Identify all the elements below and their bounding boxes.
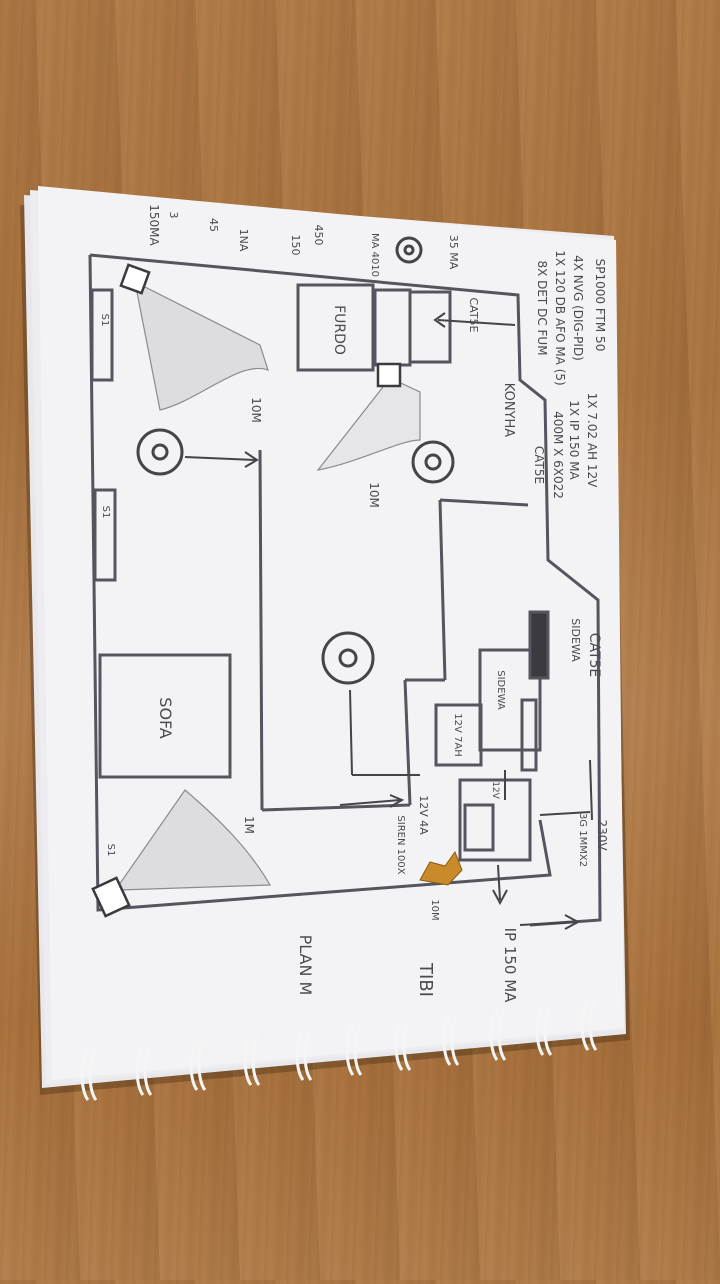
camera-icon: [91, 263, 402, 918]
legend-line: SP1000 FTM 50: [593, 259, 607, 352]
legend-line: 4X NVG (DIG-PID): [571, 255, 585, 361]
wiring-arrows: [184, 312, 593, 930]
note-label: 10M: [367, 482, 381, 508]
camera-coverage: [111, 280, 421, 896]
legend-line: 8X DET DC FUM: [535, 260, 549, 355]
room-label-furdo: FURDO: [331, 305, 347, 355]
room-label-konyha: KONYHA: [501, 383, 516, 437]
note-label: S1: [99, 314, 110, 327]
note-label: 35 MA: [447, 235, 460, 270]
note-label: 3: [167, 212, 180, 219]
note-label: 12V 7AH: [452, 713, 463, 756]
note-label: CAT5E: [467, 297, 480, 332]
plan-subtitle: PLAN M: [296, 935, 315, 996]
siren-sticker-icon: [419, 850, 463, 886]
note-label: 450: [312, 225, 325, 246]
note-label: 3G 1MMX2: [577, 813, 588, 867]
floor-plan-walls: [88, 253, 602, 927]
legend-line: 1X 120 DB AFO MA (5): [553, 250, 567, 385]
note-label: SIDEWA: [569, 618, 582, 662]
note-label: S1: [105, 844, 116, 857]
note-label: SIDEWA: [495, 670, 506, 710]
legend-line: 1X 7.02 AH 12V: [585, 393, 599, 489]
note-label: 230V: [595, 819, 609, 851]
note-label: 150MA: [147, 204, 161, 246]
legend-line: 1X IP 150 MA: [567, 400, 581, 480]
note-label: 12V: [490, 781, 500, 799]
note-label: MA 4010: [369, 233, 380, 277]
note-label: 1M: [242, 816, 256, 834]
note-label: 45: [207, 218, 220, 232]
notebook-page: [38, 186, 624, 1080]
note-label: 10M: [249, 397, 263, 423]
smoke-detector-icon: [136, 236, 455, 685]
plan-title: TIBI: [415, 962, 436, 997]
spiral-binding: [80, 999, 598, 1101]
room-label-sofa: SOFA: [156, 697, 175, 738]
note-label: 150: [289, 235, 302, 256]
note-label: CAT5E: [586, 633, 602, 678]
note-label: SIREN 100X: [395, 815, 406, 874]
note-label: S1: [100, 506, 111, 519]
floor-plan-text: FURDO KONYHA SOFA TIBI PLAN M SP1000 FTM…: [99, 204, 609, 1003]
note-label: 10M: [429, 899, 440, 920]
note-label: 1NA: [237, 229, 250, 252]
note-label: 12V 4A: [417, 795, 430, 835]
legend-line: 400M X 6X022: [551, 411, 565, 499]
note-label: IP 150 MA: [501, 928, 519, 1004]
note-label: CAT5E: [532, 446, 546, 484]
